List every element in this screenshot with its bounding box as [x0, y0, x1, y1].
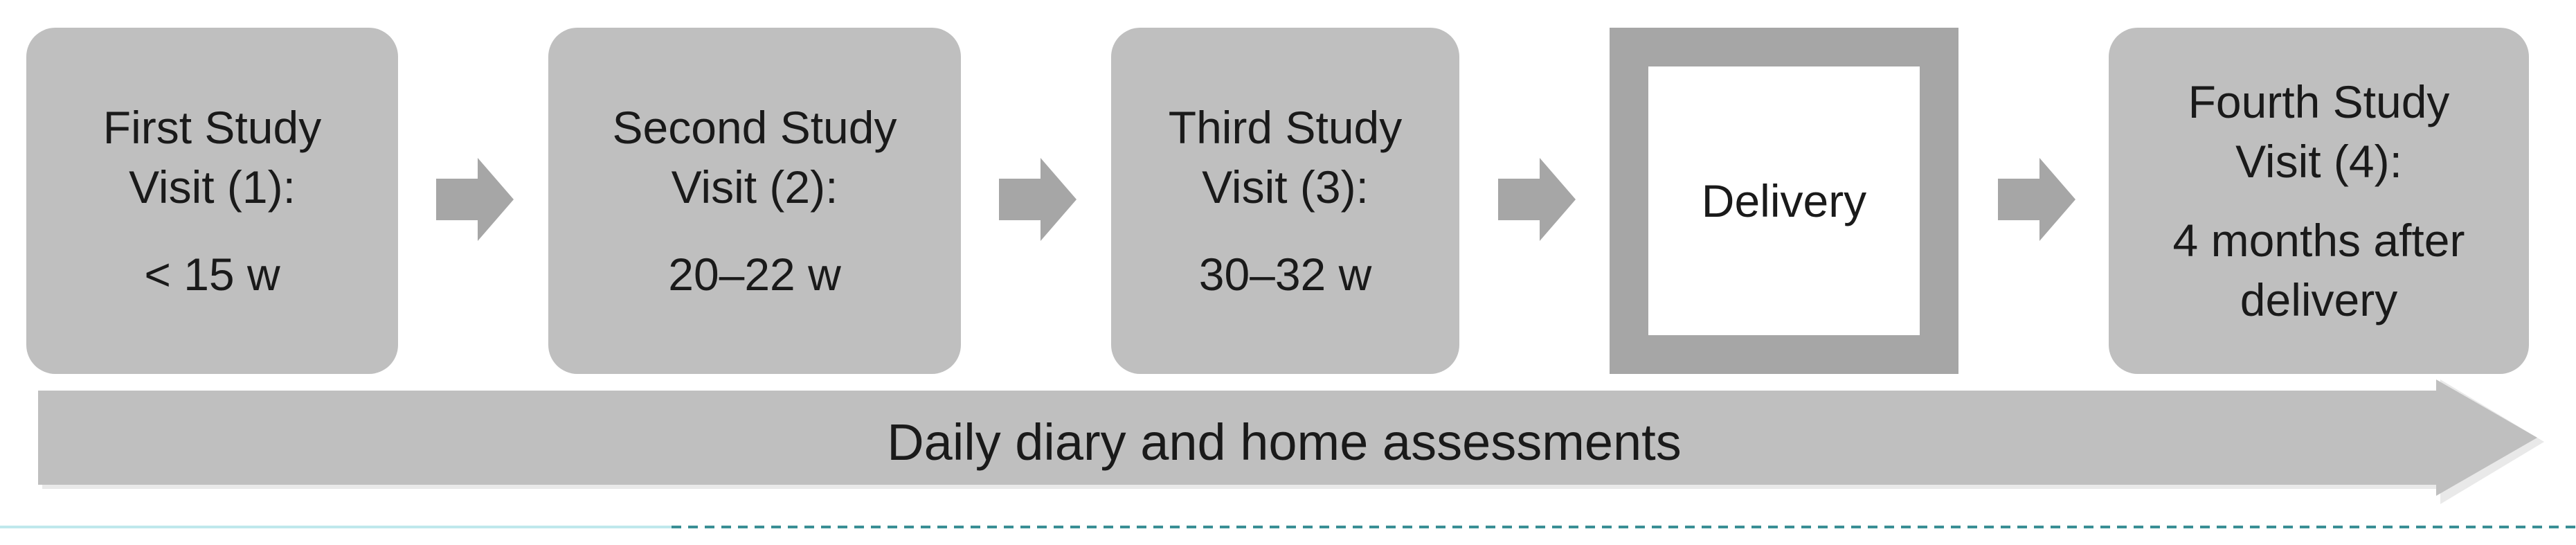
- right-arrow-icon: [1498, 158, 1576, 241]
- right-arrow-icon: [1998, 158, 2075, 241]
- timeline-label: Daily diary and home assessments: [887, 413, 1682, 471]
- step-box-third-visit: Third Study Visit (3): 30–32 w: [1111, 28, 1459, 374]
- bottom-divider: [0, 526, 2576, 528]
- step-title-line1: Third Study: [1168, 102, 1403, 153]
- step-title-line2: Visit (4):: [2235, 136, 2402, 187]
- step-title-line1: First Study: [102, 102, 322, 153]
- right-arrow-icon: [436, 158, 514, 241]
- step-box-first-visit: First Study Visit (1): < 15 w: [26, 28, 398, 374]
- delivery-label: Delivery: [1701, 175, 1867, 226]
- step-title-line2: Visit (3):: [1202, 161, 1369, 213]
- step-timing: < 15 w: [144, 249, 280, 300]
- step-timing: 30–32 w: [1198, 249, 1372, 300]
- timeline-arrow: [38, 379, 2544, 504]
- step-box-second-visit: Second Study Visit (2): 20–22 w: [548, 28, 961, 374]
- step-title-line1: Fourth Study: [2188, 76, 2450, 127]
- step-title-line2: Visit (2):: [671, 161, 838, 213]
- right-arrow-icon: [999, 158, 1077, 241]
- step-timing-line2: delivery: [2240, 274, 2398, 325]
- step-title-line1: Second Study: [612, 102, 897, 153]
- step-box-fourth-visit: Fourth Study Visit (4): 4 months after d…: [2109, 28, 2529, 374]
- step-timing: 20–22 w: [668, 249, 841, 300]
- step-title-line2: Visit (1):: [129, 161, 296, 213]
- delivery-box: Delivery: [1610, 28, 1958, 374]
- step-timing-line1: 4 months after: [2172, 215, 2465, 266]
